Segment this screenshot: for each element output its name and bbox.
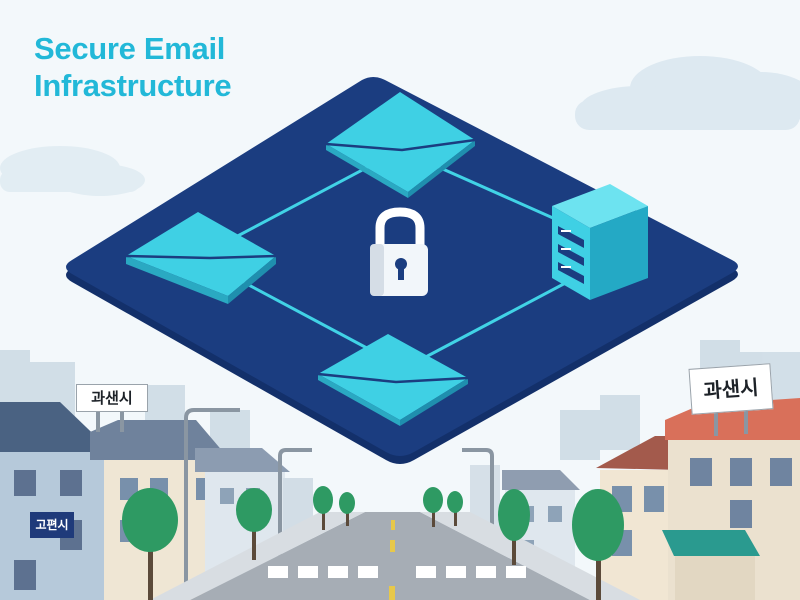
headline-line-2: Infrastructure (34, 68, 232, 103)
cloud-right (575, 56, 800, 130)
road (150, 512, 640, 600)
street-lamps (184, 408, 494, 600)
envelope-icon-top (325, 92, 476, 198)
envelope-icon-bottom (317, 334, 469, 426)
headline: Secure Email Infrastructure (34, 30, 232, 104)
street-sign-left: 과샌시 (76, 384, 148, 412)
server-icon (552, 184, 648, 300)
sign-posts (96, 406, 748, 436)
cloud-left (0, 146, 145, 196)
envelope-icon-left (125, 212, 277, 304)
street-sign-bottom: 고편시 (30, 512, 74, 538)
trees (122, 486, 624, 600)
headline-line-1: Secure Email (34, 31, 226, 66)
street-sign-right: 과샌시 (688, 363, 774, 415)
lock-icon (370, 207, 428, 296)
